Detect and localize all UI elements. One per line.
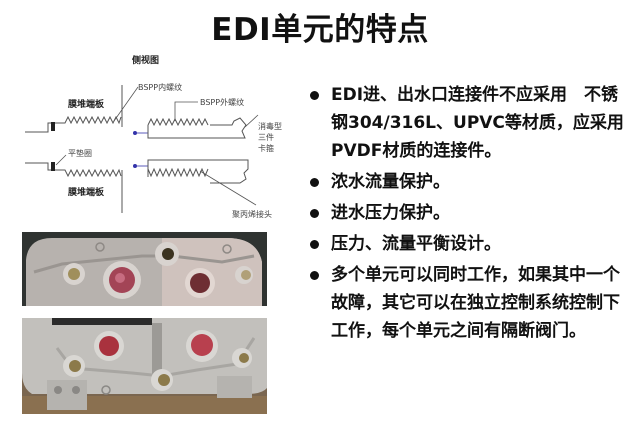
feature-item: EDI进、出水口连接件不应采用 不锈钢304/316L、UPVC等材质，应采用P… bbox=[307, 81, 632, 165]
thread-bottom-left bbox=[55, 168, 122, 178]
feature-list: EDI进、出水口连接件不应采用 不锈钢304/316L、UPVC等材质，应采用P… bbox=[307, 81, 632, 348]
edi-unit-photo-top bbox=[22, 232, 267, 306]
diagram-title: 侧视图 bbox=[132, 54, 159, 66]
feature-item: 进水压力保护。 bbox=[307, 199, 632, 227]
label-end-plate-bottom: 膜堆端板 bbox=[67, 186, 105, 198]
label-clamp-1: 消毒型 bbox=[258, 121, 282, 131]
label-clamp-2: 三件 bbox=[258, 132, 274, 142]
label-bspp-external: BSPP外螺纹 bbox=[200, 97, 244, 107]
washer-shape-bottom bbox=[51, 162, 55, 171]
slide-title: EDI单元的特点 bbox=[211, 12, 429, 48]
feature-text: 压力、流量平衡设计。 bbox=[331, 234, 501, 254]
feature-text: 浓水流量保护。 bbox=[331, 172, 450, 192]
label-flat-washer: 平垫圈 bbox=[68, 148, 92, 158]
thread-bottom-right bbox=[147, 167, 209, 178]
thread-top-left bbox=[55, 115, 122, 125]
bullet-icon bbox=[310, 91, 319, 100]
label-end-plate-top: 膜堆端板 bbox=[67, 98, 105, 110]
edi-unit-photo-bottom bbox=[22, 318, 267, 414]
feature-text: EDI进、出水口连接件不应采用 不锈钢304/316L、UPVC等材质，应采用P… bbox=[331, 85, 624, 161]
bullet-icon bbox=[310, 178, 319, 187]
bullet-icon bbox=[310, 209, 319, 218]
label-clamp-3: 卡箍 bbox=[258, 143, 274, 153]
bullet-icon bbox=[310, 271, 319, 280]
feature-item: 多个单元可以同时工作，如果其中一个故障，其它可以在独立控制系统控制下工作，每个单… bbox=[307, 261, 632, 345]
side-view-diagram: 侧视图 BSPP内螺纹 膜堆端板 BSPP外螺纹 消毒型 三件 卡箍 平垫圈 膜… bbox=[20, 45, 300, 225]
feature-item: 浓水流量保护。 bbox=[307, 168, 632, 196]
bullet-icon bbox=[310, 240, 319, 249]
feature-item: 压力、流量平衡设计。 bbox=[307, 230, 632, 258]
washer-shape-top bbox=[51, 122, 55, 131]
feature-text: 进水压力保护。 bbox=[331, 203, 450, 223]
feature-text: 多个单元可以同时工作，如果其中一个故障，其它可以在独立控制系统控制下工作，每个单… bbox=[331, 265, 620, 341]
label-bspp-internal: BSPP内螺纹 bbox=[138, 82, 182, 92]
label-pp-joint: 聚丙烯接头 bbox=[232, 209, 272, 219]
thread-top-right bbox=[147, 117, 209, 127]
